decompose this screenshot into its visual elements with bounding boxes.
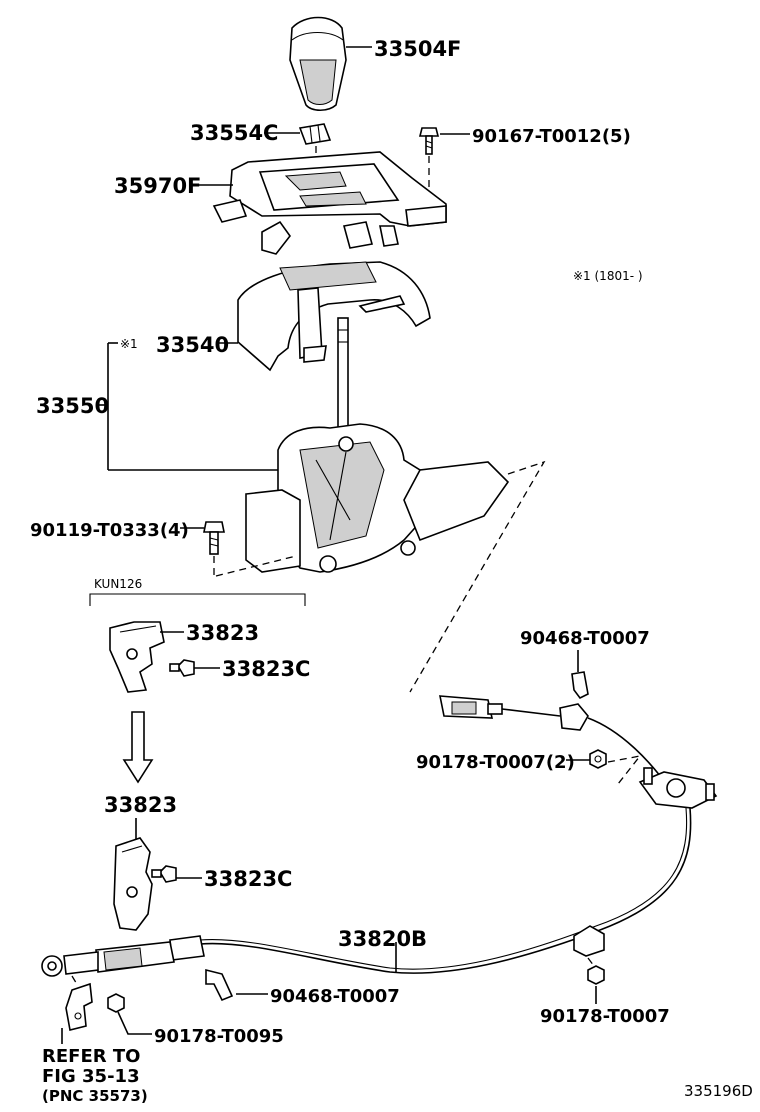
label-bracket-b: 33823	[104, 793, 177, 817]
nut-top-part	[589, 749, 607, 769]
arrow-down-icon	[122, 711, 154, 784]
bolt-base-part	[203, 521, 225, 555]
bolt-b-part	[151, 865, 177, 883]
clip-bottom-part	[205, 968, 234, 1002]
label-indicator-plate: 33554C	[190, 121, 278, 145]
diagram-code: 335196D	[684, 1082, 753, 1100]
control-cable-part	[41, 695, 718, 977]
label-cable: 33820B	[338, 927, 427, 951]
shift-knob-part	[289, 16, 347, 112]
bolt-a-part	[169, 659, 195, 677]
bracket-b-part	[113, 837, 153, 931]
shift-lever-assembly-part	[245, 317, 510, 573]
cover-part	[237, 261, 431, 372]
cable-bracket-part	[65, 982, 93, 1031]
label-bolt-base: 90119-T0333(4)	[30, 520, 189, 541]
label-cover-mark: ※1	[120, 337, 138, 351]
screw-top-part	[418, 127, 440, 155]
note-date-range: ※1 (1801- )	[573, 269, 643, 283]
label-variant: KUN126	[94, 577, 142, 591]
label-nut-right: 90178-T0007	[540, 1006, 670, 1027]
label-clip-top: 90468-T0007	[520, 628, 650, 649]
nut-right-part	[587, 965, 605, 985]
label-clip-bottom: 90468-T0007	[270, 986, 400, 1007]
label-knob: 33504F	[374, 37, 461, 61]
label-refer-line1: REFER TO	[42, 1046, 140, 1067]
label-bolt-a: 33823C	[222, 657, 310, 681]
label-assembly: 33550	[36, 394, 109, 418]
label-console-plate: 35970F	[114, 174, 201, 198]
clip-top-part	[571, 671, 589, 700]
label-refer-line2: FIG 35-13	[42, 1066, 140, 1087]
indicator-plate-part	[298, 123, 332, 145]
label-nut-left: 90178-T0095	[154, 1026, 284, 1047]
label-bolt-b: 33823C	[204, 867, 292, 891]
nut-left-part	[107, 993, 125, 1013]
console-plate-part	[212, 151, 447, 255]
label-screw-top: 90167-T0012(5)	[472, 126, 631, 147]
label-nut-top: 90178-T0007(2)	[416, 752, 575, 773]
label-refer-line3: (PNC 35573)	[42, 1087, 148, 1105]
label-bracket-a: 33823	[186, 621, 259, 645]
bracket-a-part	[109, 621, 165, 693]
label-cover: 33540	[156, 333, 229, 357]
